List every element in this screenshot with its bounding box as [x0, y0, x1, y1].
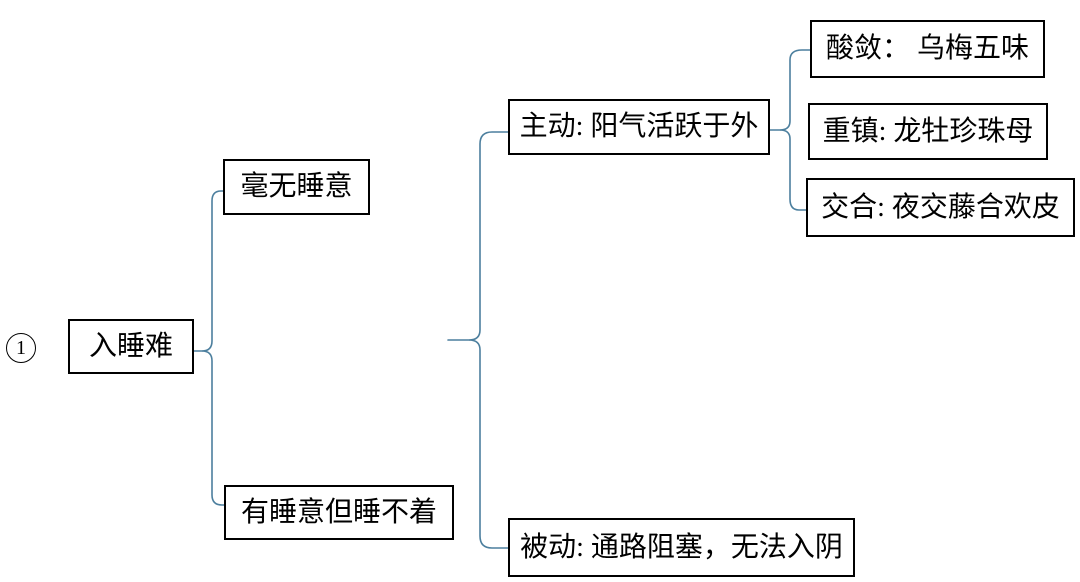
node-intercross-herbs: 交合: 夜交藤合欢皮: [806, 178, 1075, 237]
node-difficulty-falling-asleep: 入睡难: [68, 319, 194, 374]
node-heavy-sedation-herbs: 重镇: 龙牡珍珠母: [808, 103, 1048, 160]
node-label: 有睡意但睡不着: [240, 496, 437, 528]
brace-root-children: [201, 190, 225, 506]
index-badge-number: 1: [16, 336, 26, 359]
node-label: 毫无睡意: [240, 171, 353, 202]
node-passive-pathway-blocked: 被动: 通路阻塞，无法入阴: [508, 518, 855, 577]
node-sleepy-but-cannot-sleep: 有睡意但睡不着: [224, 485, 454, 540]
node-active-yang-qi-outside: 主动: 阳气活跃于外: [508, 99, 770, 155]
node-sour-astringe-herbs: 酸敛： 乌梅五味: [810, 20, 1045, 78]
node-label: 被动: 通路阻塞，无法入阴: [520, 531, 843, 563]
index-badge-circle: 1: [6, 333, 36, 363]
brace-mechanism-group: [468, 131, 509, 549]
node-label: 入睡难: [88, 330, 173, 362]
node-label: 重镇: 龙牡珍珠母: [822, 115, 1034, 147]
node-label: 交合: 夜交藤合欢皮: [821, 191, 1060, 223]
node-no-sleepiness: 毫无睡意: [223, 159, 370, 215]
node-label: 酸敛： 乌梅五味: [825, 33, 1029, 64]
node-label: 主动: 阳气活跃于外: [519, 111, 759, 142]
